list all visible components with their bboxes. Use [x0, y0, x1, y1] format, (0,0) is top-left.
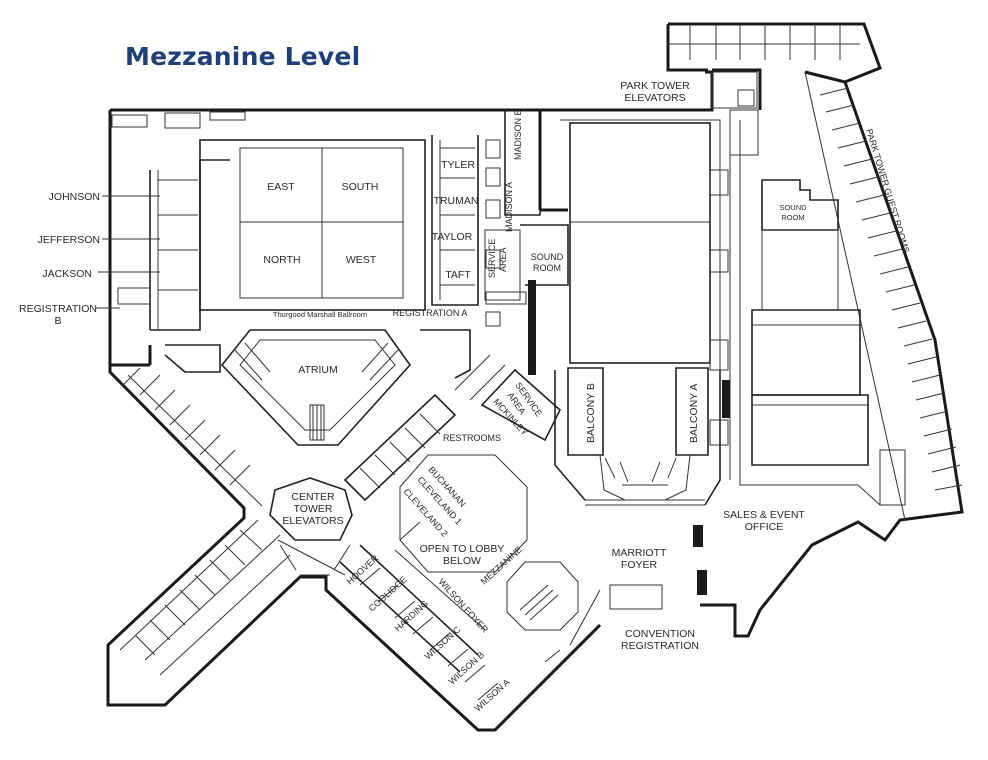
balcony-b-label: BALCONY B [585, 383, 597, 443]
registration-b-label-2: B [54, 315, 61, 327]
sound-room-east-label: SOUND [779, 203, 807, 212]
convention-registration [609, 584, 663, 610]
balcony-a-label: BALCONY A [688, 384, 700, 443]
open-to-lobby-label: OPEN TO LOBBY [420, 543, 505, 555]
leader-lines [96, 195, 160, 309]
east-room-label: EAST [267, 181, 295, 193]
taft-label: TAFT [445, 269, 471, 281]
ballroom-label: Thurgood Marshall Ballroom [273, 310, 367, 319]
madison-b-label: MADISON B [513, 109, 523, 160]
convention-registration-label: CONVENTION [625, 628, 695, 640]
wilson-foyer-label: WILSON FOYER [437, 577, 491, 635]
johnson-label: JOHNSON [49, 191, 100, 203]
park-tower-elevators-label-2: ELEVATORS [624, 92, 685, 104]
atrium-label: ATRIUM [298, 364, 337, 376]
north-room-label: NORTH [263, 254, 300, 266]
service-area-label-2: AREA [498, 247, 508, 272]
convention-registration-label-2: REGISTRATION [621, 640, 699, 652]
open-to-lobby-label-2: BELOW [443, 555, 481, 567]
center-tower-label: CENTER [291, 491, 335, 503]
mezzanine-stair [506, 561, 601, 663]
registration-b-label: REGISTRATION [19, 303, 97, 315]
marriott-foyer-label-2: FOYER [621, 559, 658, 571]
presidential-column [431, 110, 569, 375]
jefferson-label: JEFFERSON [38, 234, 100, 246]
south-room-label: SOUTH [342, 181, 379, 193]
southwest-wing [119, 367, 291, 676]
sound-room-label: SOUND [531, 252, 564, 262]
restroom-area [343, 354, 561, 502]
west-rooms [111, 111, 246, 331]
jackson-label: JACKSON [42, 268, 92, 280]
sales-event-office-label: SALES & EVENT [723, 509, 805, 521]
service-area-label: SERVICE [487, 239, 497, 278]
restrooms-label: RESTROOMS [443, 433, 501, 443]
sound-room-label-2: ROOM [533, 263, 561, 273]
truman-label: TRUMAN [434, 195, 479, 207]
tyler-label: TYLER [441, 159, 475, 171]
east-rooms [739, 120, 906, 506]
center-tower-label-2: TOWER [294, 503, 333, 515]
registration-a-label: REGISTRATION A [393, 308, 468, 318]
park-tower-guest-rooms-label: PARK TOWER GUEST ROOMS [864, 128, 911, 255]
wilson-a-label: WILSON A [473, 677, 512, 714]
map-title: Mezzanine Level [125, 42, 361, 71]
taylor-label: TAYLOR [432, 231, 473, 243]
madison-a-label: MADISON A [504, 182, 514, 232]
hoover-label: HOOVER [345, 553, 381, 587]
marriott-foyer-label: MARRIOTT [612, 547, 667, 559]
park-tower-rooms [668, 24, 963, 521]
ballroom [199, 139, 426, 311]
grand-hall [538, 110, 731, 595]
cleveland-2-label: CLEVELAND 2 [402, 487, 450, 539]
sound-room-east-label-2: ROOM [781, 213, 804, 222]
coolidge-label: COOLIDGE [367, 574, 409, 613]
open-lobby [399, 454, 528, 573]
park-tower-elevators-label: PARK TOWER [620, 80, 690, 92]
center-tower-label-3: ELEVATORS [282, 515, 343, 527]
southeast-wing [339, 521, 499, 701]
center-tower [269, 477, 353, 576]
atrium [164, 329, 471, 446]
sales-event-office-label-2: OFFICE [745, 521, 784, 533]
west-room-label: WEST [346, 254, 377, 266]
